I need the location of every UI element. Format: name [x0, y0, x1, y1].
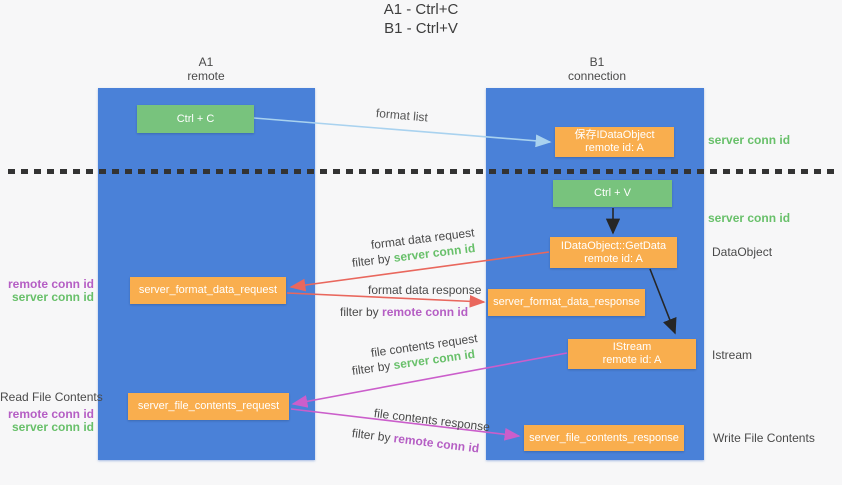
remote-conn-id-text: remote conn id — [392, 431, 480, 456]
read-file-contents-label: Read File Contents — [0, 390, 103, 404]
istream-side-label: Istream — [712, 348, 753, 362]
save-idataobject-line2: remote id: A — [585, 142, 644, 154]
save-idataobject-box: 保存IDataObject remote id: A — [555, 127, 674, 157]
ctrl-c-box: Ctrl + C — [137, 105, 254, 133]
server-file-contents-response-label: server_file_contents_response — [529, 431, 679, 444]
filter-by-text: filter by — [351, 251, 392, 270]
server-format-data-response-label: server_format_data_response — [493, 296, 640, 308]
column-header-a1: A1 remote — [146, 55, 266, 83]
filter-by-text: filter by — [340, 305, 379, 319]
column-a1-role: remote — [187, 69, 225, 83]
format-data-response-label: format data response — [368, 283, 482, 297]
ctrl-v-box: Ctrl + V — [553, 180, 672, 207]
server-file-contents-request-label: server_file_contents_request — [137, 400, 280, 412]
server-format-data-response-box: server_format_data_response — [488, 289, 645, 316]
ctrl-c-label: Ctrl + C — [176, 112, 215, 125]
server-file-contents-request-box: server_file_contents_request — [128, 393, 289, 420]
istream-line1: IStream — [612, 341, 652, 353]
getdata-line1: IDataObject::GetData — [560, 239, 667, 252]
server-conn-id-label-left-2: server conn id — [11, 420, 94, 434]
read-file-contents-block: Read File Contents remote conn id server… — [0, 390, 103, 434]
column-header-b1: B1 connection — [537, 55, 657, 83]
title-line-1: A1 - Ctrl+C — [383, 1, 459, 18]
dataobject-label: DataObject — [712, 245, 773, 259]
remote-conn-id-text: remote conn id — [382, 305, 469, 319]
format-request-conn-ids: remote conn id server conn id — [0, 278, 94, 304]
column-b1-name: B1 — [589, 55, 605, 69]
server-file-contents-response-box: server_file_contents_response — [524, 425, 684, 451]
format-list-label: format list — [375, 106, 429, 125]
remote-conn-id-label-2: remote conn id — [7, 407, 94, 421]
save-idataobject-line1: 保存IDataObject — [574, 129, 655, 141]
column-b1-role: connection — [567, 69, 627, 83]
server-conn-id-label-top: server conn id — [708, 133, 791, 147]
getdata-box: IDataObject::GetData remote id: A — [550, 237, 677, 268]
istream-line2: remote id: A — [602, 354, 662, 366]
istream-box: IStream remote id: A — [568, 339, 696, 369]
title-line-2: B1 - Ctrl+V — [384, 20, 458, 37]
column-a1-name: A1 — [198, 55, 214, 69]
server-conn-id-label-mid: server conn id — [708, 211, 791, 225]
ctrl-v-label: Ctrl + V — [594, 187, 631, 199]
filter-by-text: filter by — [351, 358, 392, 378]
getdata-line2: remote id: A — [584, 252, 643, 265]
filter-by-text: filter by — [351, 426, 392, 445]
remote-conn-id-label-1: remote conn id — [7, 277, 94, 291]
write-file-contents-label: Write File Contents — [713, 431, 815, 445]
separator-dotted-line — [8, 169, 836, 174]
server-format-data-request-box: server_format_data_request — [130, 277, 286, 304]
server-format-data-request-label: server_format_data_request — [138, 284, 278, 296]
filter-by-remote-conn-id-label-1: filter by remote conn id — [340, 305, 468, 319]
diagram-title: A1 - Ctrl+C B1 - Ctrl+V — [0, 0, 842, 38]
server-conn-id-label-left-1: server conn id — [11, 290, 94, 304]
